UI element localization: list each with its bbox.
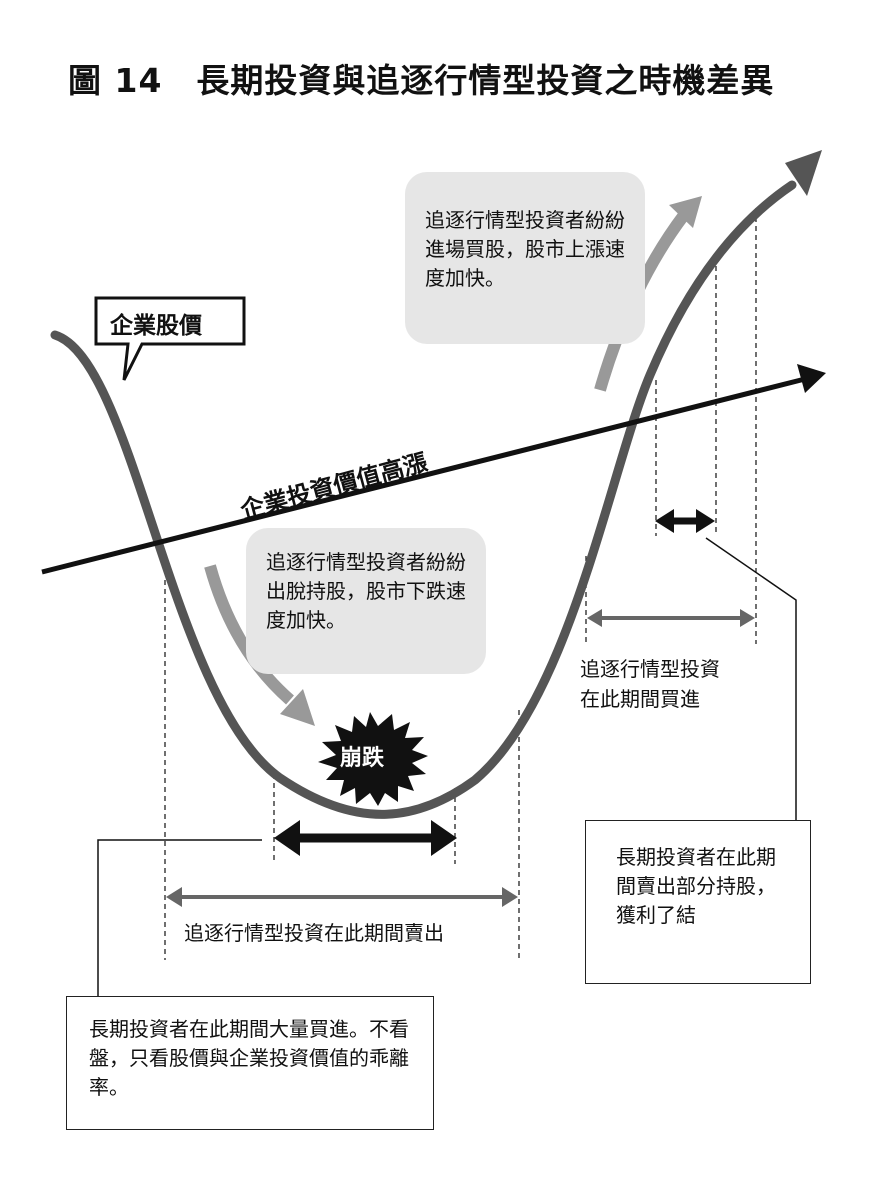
leader-long-sell — [705, 537, 797, 820]
chaser-sell-arrow-right — [502, 887, 518, 907]
chaser-sell-arrow-left — [166, 887, 182, 907]
figure-title: 圖 14 長期投資與追逐行情型投資之時機差異 — [68, 54, 774, 102]
long-sell-arrow-right — [696, 509, 715, 533]
crash-label: 崩跌 — [340, 746, 385, 771]
chasers-buy-callout: 追逐行情型投資者紛紛進場買股，股市上漲速度加快。 — [405, 172, 645, 344]
value-trend-arrowhead — [797, 364, 826, 393]
figure-number: 圖 14 — [68, 61, 163, 100]
value-trend-line — [41, 376, 806, 575]
chaser-buy-period-line-2: 在此期間買進 — [580, 687, 700, 711]
stock-price-bubble — [94, 296, 246, 381]
chaser-buy-arrow-left — [587, 609, 602, 627]
stock-price-curve — [50, 180, 797, 819]
chaser-buy-arrow-right — [740, 609, 755, 627]
chasers-sell-callout: 追逐行情型投資者紛紛出脫持股，股市下跌速度加快。 — [246, 528, 486, 674]
rising-trend-arrowhead — [669, 196, 702, 228]
long-buy-arrow-right — [431, 820, 457, 856]
stock-price-label: 企業股價 — [110, 313, 202, 339]
chaser-buy-period-line-1: 追逐行情型投資 — [580, 657, 720, 681]
crash-starburst — [318, 712, 428, 806]
falling-trend-arrowhead — [280, 689, 315, 726]
leader-long-buy — [97, 839, 262, 996]
stock-price-arrowhead — [785, 150, 822, 196]
chaser-buy-period-label: 追逐行情型投資 在此期間買進 — [580, 654, 720, 714]
figure-title-text: 長期投資與追逐行情型投資之時機差異 — [196, 61, 775, 100]
long-term-sell-box: 長期投資者在此期間賣出部分持股，獲利了結 — [585, 820, 811, 984]
falling-trend-arrow — [204, 564, 294, 705]
long-term-buy-box: 長期投資者在此期間大量買進。不看盤，只看股價與企業投資價值的乖離率。 — [66, 996, 434, 1130]
long-sell-arrow-left — [655, 509, 674, 533]
long-buy-arrow-left — [274, 820, 300, 856]
chaser-sell-period-label: 追逐行情型投資在此期間賣出 — [184, 921, 444, 945]
